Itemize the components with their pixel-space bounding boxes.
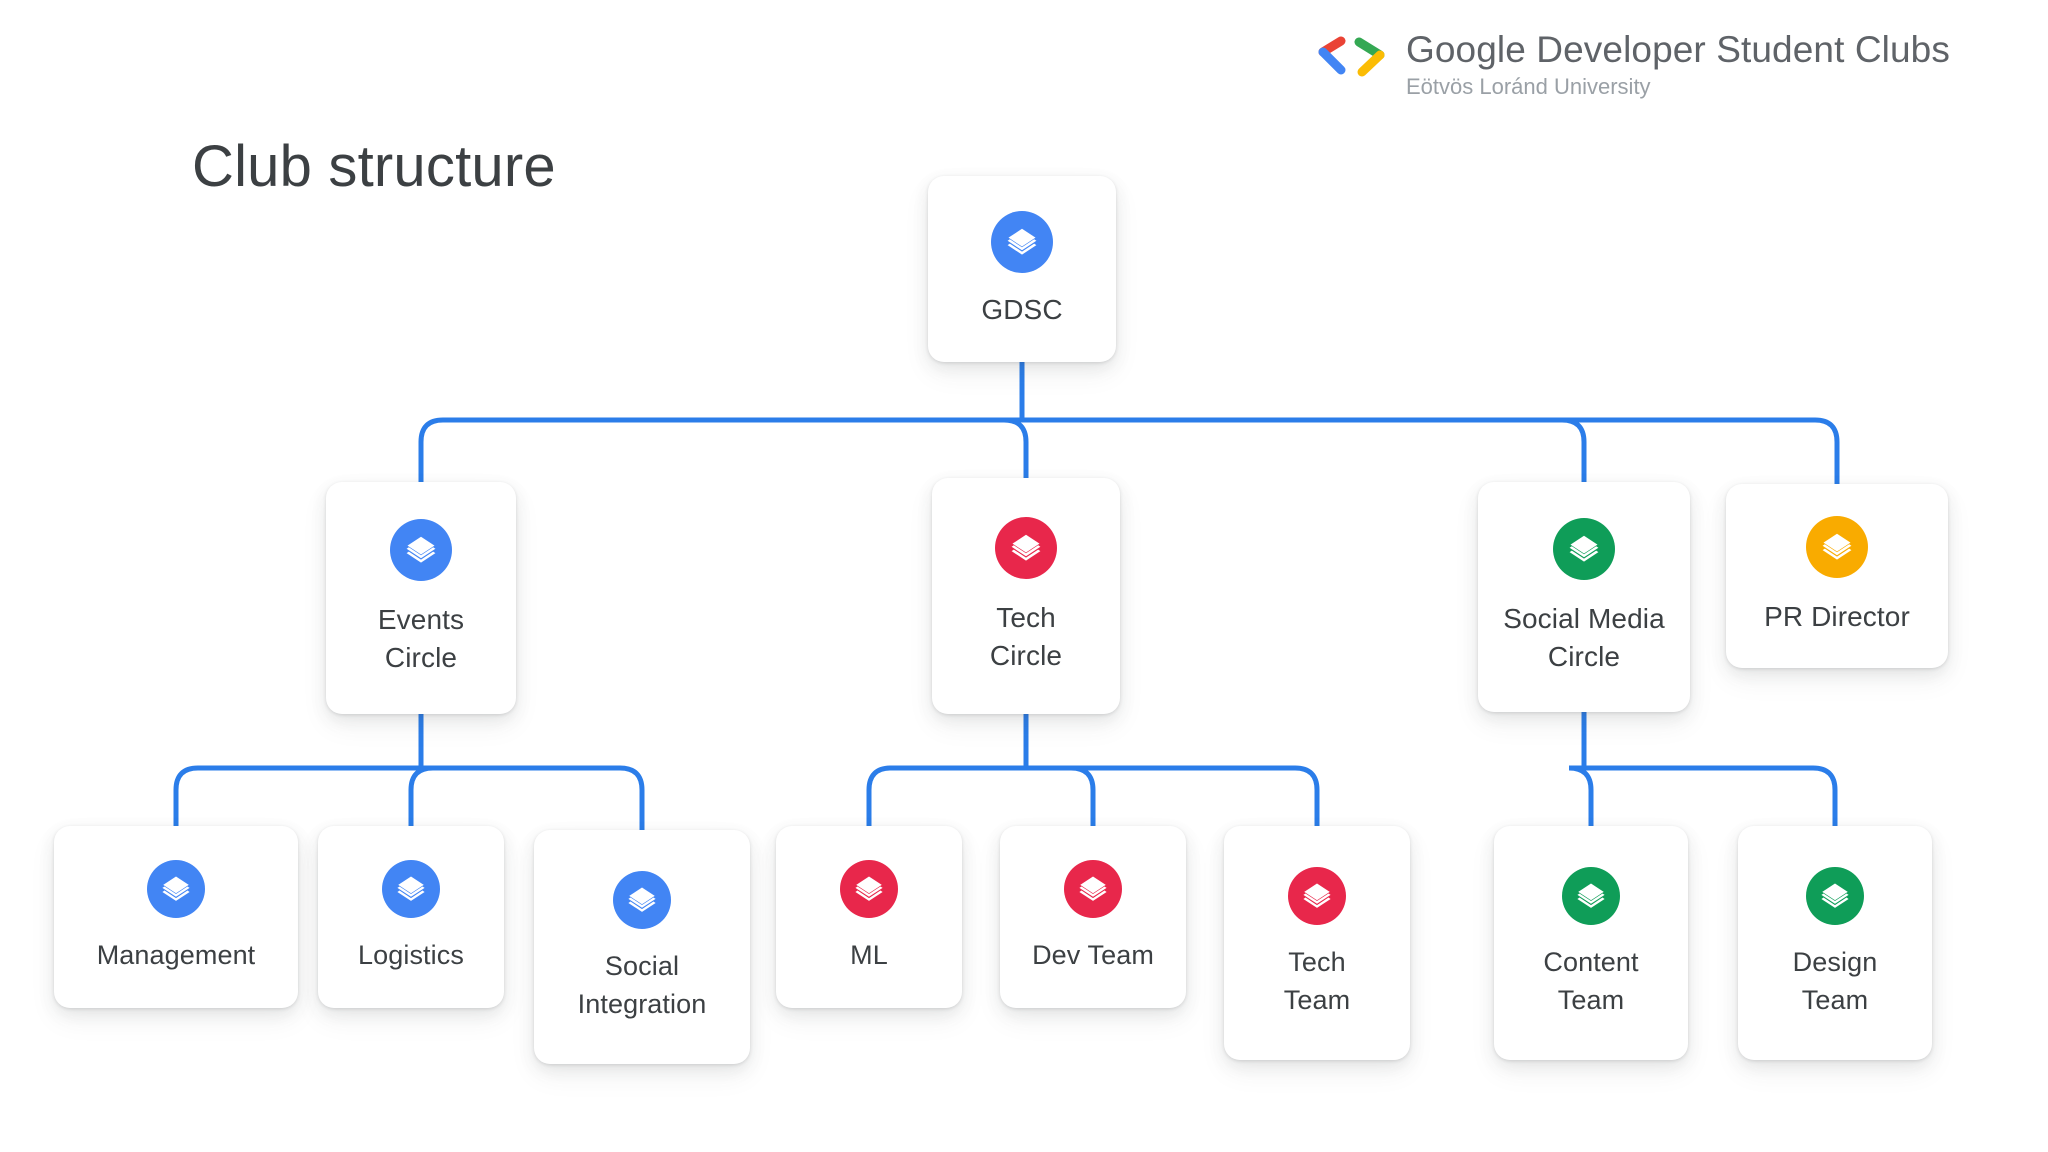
layers-icon bbox=[1806, 516, 1868, 578]
connector-events-socint bbox=[421, 765, 645, 830]
brand-title: Google Developer Student Clubs bbox=[1406, 29, 1950, 70]
org-node-tech[interactable]: Tech Circle bbox=[932, 478, 1120, 714]
layers-icon bbox=[613, 871, 671, 929]
layers-glyph bbox=[1822, 533, 1852, 560]
org-node-label: Management bbox=[96, 940, 256, 970]
connector-gdsc-pr bbox=[1022, 417, 1840, 484]
org-node-dev[interactable]: Dev Team bbox=[1000, 826, 1186, 1008]
connector-social-content bbox=[1568, 765, 1594, 826]
org-node-label: Social Media Circle bbox=[1503, 603, 1665, 672]
layers-glyph bbox=[1569, 535, 1599, 562]
org-node-label: GDSC bbox=[981, 294, 1063, 325]
connector-gdsc-social bbox=[1022, 417, 1587, 482]
layers-icon bbox=[1064, 860, 1122, 918]
layers-glyph bbox=[162, 876, 190, 901]
layers-glyph bbox=[1577, 883, 1605, 908]
org-node-label: Events Circle bbox=[377, 604, 465, 673]
layers-glyph bbox=[628, 887, 656, 912]
layers-icon bbox=[995, 517, 1057, 579]
layers-glyph bbox=[1079, 876, 1107, 901]
connector-gdsc-tech bbox=[1003, 417, 1029, 478]
org-node-ml[interactable]: ML bbox=[776, 826, 962, 1008]
layers-glyph bbox=[397, 876, 425, 901]
layers-icon bbox=[840, 860, 898, 918]
org-node-label: Tech Circle bbox=[989, 602, 1063, 671]
gdsc-brand-lockup: Google Developer Student Clubs Eötvös Lo… bbox=[1312, 28, 1950, 101]
org-node-gdsc[interactable]: GDSC bbox=[928, 176, 1116, 362]
layers-icon bbox=[147, 860, 205, 918]
connector-tech-ml bbox=[866, 765, 1026, 826]
brand-subtitle: Eötvös Loránd University bbox=[1406, 74, 1651, 99]
page-title: Club structure bbox=[192, 134, 556, 199]
layers-icon bbox=[1806, 867, 1864, 925]
layers-glyph bbox=[406, 536, 436, 563]
connector-events-logi bbox=[408, 765, 434, 826]
layers-icon bbox=[382, 860, 440, 918]
org-node-social[interactable]: Social Media Circle bbox=[1478, 482, 1690, 712]
code-brackets-icon bbox=[1318, 36, 1385, 77]
connector-tech-dev bbox=[1026, 765, 1096, 826]
org-node-design[interactable]: Design Team bbox=[1738, 826, 1932, 1060]
org-node-label: Logistics bbox=[358, 940, 464, 970]
org-node-content[interactable]: Content Team bbox=[1494, 826, 1688, 1060]
org-node-label: ML bbox=[850, 940, 888, 970]
connector-events-mgmt bbox=[173, 765, 421, 826]
org-node-label: Content Team bbox=[1543, 947, 1639, 1015]
layers-icon bbox=[390, 519, 452, 581]
layers-glyph bbox=[1007, 228, 1037, 255]
layers-icon bbox=[991, 211, 1053, 273]
connector-tech-techteam bbox=[1026, 765, 1320, 826]
org-node-label: Design Team bbox=[1792, 947, 1878, 1015]
org-node-socint[interactable]: Social Integration bbox=[534, 830, 750, 1064]
org-node-label: PR Director bbox=[1764, 601, 1910, 632]
org-node-events[interactable]: Events Circle bbox=[326, 482, 516, 714]
connector-gdsc-events bbox=[418, 417, 1022, 482]
org-node-techteam[interactable]: Tech Team bbox=[1224, 826, 1410, 1060]
org-node-label: Social Integration bbox=[577, 951, 707, 1019]
layers-glyph bbox=[855, 876, 883, 901]
connector-social-design bbox=[1584, 765, 1838, 826]
layers-glyph bbox=[1821, 883, 1849, 908]
org-node-logi[interactable]: Logistics bbox=[318, 826, 504, 1008]
layers-glyph bbox=[1011, 534, 1041, 561]
org-node-label: Tech Team bbox=[1283, 947, 1351, 1015]
org-node-label: Dev Team bbox=[1032, 940, 1154, 970]
layers-glyph bbox=[1303, 883, 1331, 908]
org-node-mgmt[interactable]: Management bbox=[54, 826, 298, 1008]
layers-icon bbox=[1553, 518, 1615, 580]
layers-icon bbox=[1562, 867, 1620, 925]
layers-icon bbox=[1288, 867, 1346, 925]
org-node-pr[interactable]: PR Director bbox=[1726, 484, 1948, 668]
